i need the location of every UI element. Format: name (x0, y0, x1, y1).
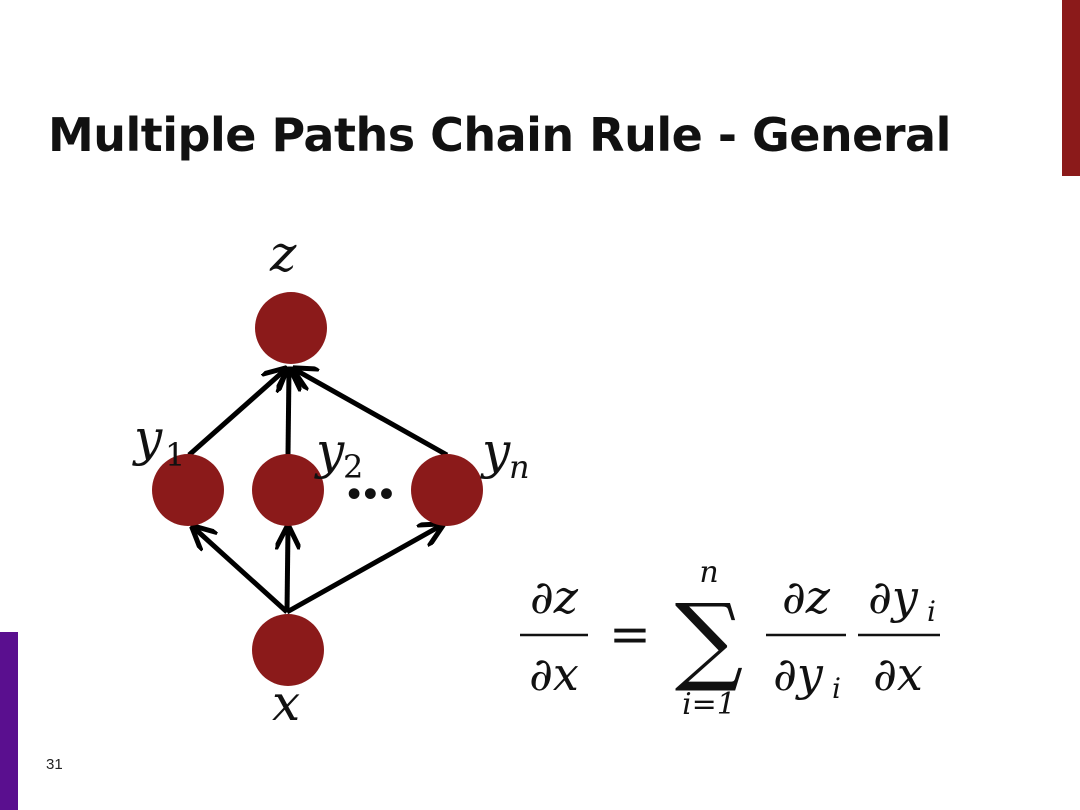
label-y1-sub: 1 (165, 436, 185, 474)
label-yn: y (480, 422, 511, 480)
graph-edges (187, 369, 449, 615)
formula-lhs-denominator: ∂x (529, 647, 579, 701)
formula-term1-numerator: ∂z (782, 570, 831, 624)
formula-sum-upper: n (699, 555, 718, 590)
node-y2 (252, 454, 324, 526)
node-z (255, 292, 327, 364)
edge-yn-z (294, 369, 449, 458)
label-yn-sub: n (509, 448, 530, 486)
formula-term2-numerator-sub: i (927, 595, 936, 628)
node-y1 (152, 454, 224, 526)
edge-x-yn (285, 525, 442, 615)
label-y2: y (314, 422, 345, 480)
accent-bar-bottom (0, 632, 18, 810)
slide-title: Multiple Paths Chain Rule - General (48, 108, 951, 162)
label-y2-sub: 2 (343, 448, 363, 486)
edge-y1-z (187, 369, 286, 457)
formula-lhs-numerator: ∂z (530, 570, 579, 624)
label-ellipsis: ... (344, 444, 393, 512)
formula-equals: = (609, 605, 651, 663)
edge-x-y1 (193, 527, 289, 614)
formula-sum-symbol: ∑ (675, 583, 744, 695)
edge-y2-z (288, 369, 289, 456)
formula-term1-denominator: ∂y (773, 647, 824, 701)
formula-term2-numerator: ∂y (868, 570, 919, 624)
formula-term1-denominator-sub: i (832, 672, 841, 705)
formula-term2-denominator: ∂x (873, 647, 923, 701)
node-x (252, 614, 324, 686)
edge-x-y2 (287, 527, 288, 613)
formula-sum-lower: i=1 (682, 687, 736, 722)
label-y1: y (132, 409, 163, 467)
graph-nodes (152, 292, 483, 686)
page-number: 31 (46, 756, 63, 773)
node-yn (411, 454, 483, 526)
label-x: x (272, 674, 300, 732)
label-z: z (269, 225, 297, 283)
chain-rule-formula: ∂z ∂x = n ∑ i=1 ∂z ∂y i ∂y i ∂x (520, 555, 940, 722)
accent-bar-top (1062, 0, 1080, 176)
